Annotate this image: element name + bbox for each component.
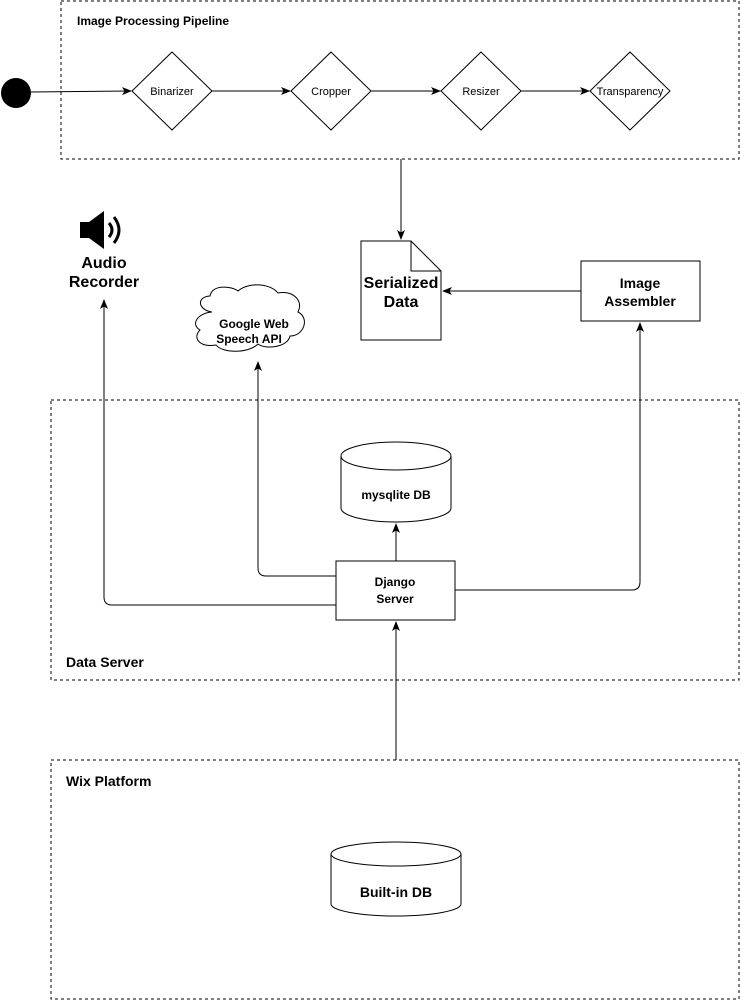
speech-api-line2: Speech API — [216, 332, 282, 346]
image-assembler-line1: Image — [620, 275, 661, 291]
mysqlite-db-node: mysqlite DB — [340, 441, 452, 523]
edge-django-to-audio-recorder — [100, 299, 336, 606]
speech-api-line1: Google Web — [219, 317, 289, 331]
audio-recorder-line2: Recorder — [69, 274, 139, 291]
serialized-data-node: Serialized Data — [360, 240, 442, 341]
pipeline-step-resizer — [440, 51, 522, 131]
serialized-data-line1: Serialized — [364, 275, 439, 292]
mysqlite-db-label: mysqlite DB — [361, 488, 431, 502]
django-server-line2: Server — [376, 592, 414, 606]
pipeline-steps: Binarizer Cropper Resizer Transparency — [30, 51, 671, 131]
edge-start-to-step-0 — [30, 87, 132, 96]
connectors — [100, 159, 644, 760]
pipeline-step-label: Cropper — [311, 86, 351, 98]
pipeline-step-cropper — [290, 51, 372, 131]
pipeline-step-label: Binarizer — [150, 86, 194, 98]
start-node-icon — [1, 78, 31, 108]
pipeline-step-binarizer — [131, 51, 213, 131]
audio-recorder-line1: Audio — [81, 255, 127, 272]
edge-django-to-speech-api — [254, 361, 336, 577]
django-server-line1: Django — [375, 575, 416, 589]
data-server-group-label: Data Server — [66, 654, 144, 670]
pipeline-step-label: Transparency — [597, 86, 664, 98]
serialized-data-line2: Data — [384, 294, 419, 311]
django-server-node: Django Server — [335, 560, 456, 621]
builtin-db-node: Built-in DB — [330, 841, 462, 917]
pipeline-group-label: Image Processing Pipeline — [77, 14, 229, 28]
builtin-db-label: Built-in DB — [360, 884, 432, 900]
pipeline-step-transparency — [589, 51, 671, 131]
wix-group-label: Wix Platform — [66, 773, 151, 789]
pipeline-step-label: Resizer — [462, 86, 500, 98]
data-server-group — [50, 399, 740, 681]
speaker-icon — [80, 211, 121, 249]
image-assembler-line2: Assembler — [604, 293, 676, 309]
edge-django-to-assembler — [455, 322, 644, 591]
pipeline-group — [60, 0, 740, 160]
speech-api-cloud-node: Google Web Speech API — [195, 284, 305, 352]
image-assembler-node: Image Assembler — [580, 260, 701, 322]
wix-group — [50, 759, 740, 1000]
